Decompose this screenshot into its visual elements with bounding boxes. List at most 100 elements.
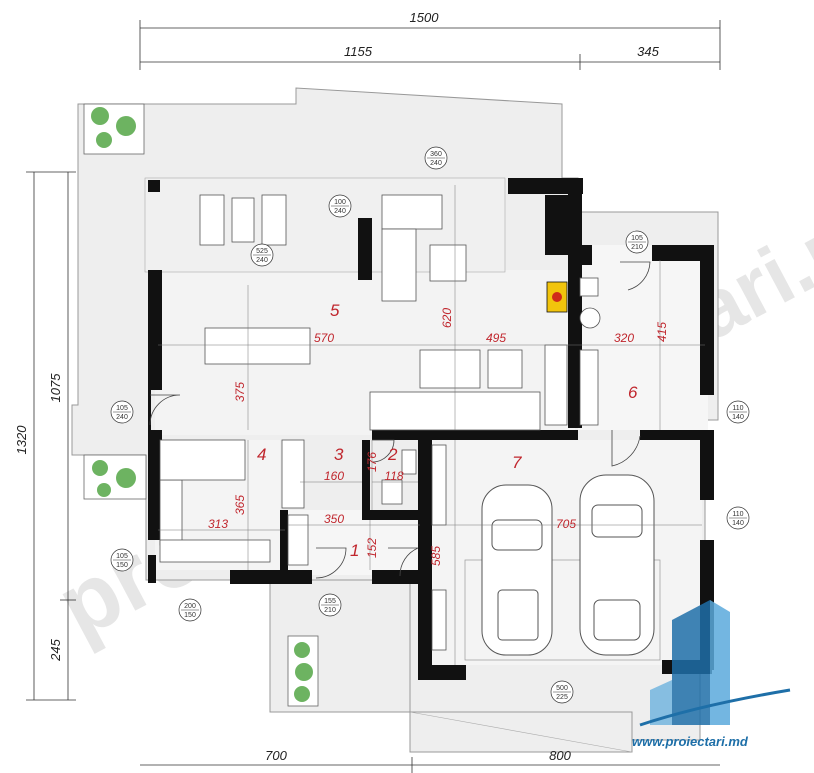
svg-text:200: 200 bbox=[184, 603, 196, 610]
opening-bubble: 155 210 bbox=[318, 593, 342, 617]
dim-room2-width: 118 bbox=[384, 469, 403, 483]
room-number-3: 3 bbox=[334, 445, 344, 464]
dim-living-depth: 620 bbox=[440, 308, 454, 328]
car-left-rear bbox=[497, 589, 539, 641]
svg-text:110: 110 bbox=[732, 405, 743, 412]
sofa-outdoor-2 bbox=[261, 194, 287, 246]
dim-hall-depth: 152 bbox=[365, 538, 379, 558]
sofa-outdoor bbox=[199, 194, 225, 246]
inner-dimension-texts: 570 495 320 620 375 415 160 176 118 313 … bbox=[208, 308, 669, 566]
sofa-l-side bbox=[381, 228, 417, 302]
wardrobe-hall bbox=[287, 514, 309, 566]
car-left-windshield bbox=[491, 519, 543, 551]
dim-left-lower: 245 bbox=[48, 638, 63, 661]
svg-text:500: 500 bbox=[556, 685, 568, 692]
svg-text:105: 105 bbox=[116, 405, 128, 412]
room-number-6: 6 bbox=[628, 383, 638, 402]
dim-kitchen-width: 313 bbox=[208, 517, 228, 531]
cabinet-right bbox=[544, 344, 568, 426]
dim-bottom-left: 700 bbox=[265, 748, 287, 763]
svg-text:240: 240 bbox=[116, 414, 128, 421]
svg-text:105: 105 bbox=[116, 553, 128, 560]
plant-left bbox=[83, 454, 147, 500]
opening-bubble: 200 150 bbox=[178, 598, 202, 622]
dimension-lines bbox=[26, 20, 721, 773]
dining-table bbox=[204, 327, 311, 365]
opening-bubble: 110 140 bbox=[726, 506, 750, 530]
opening-bubble: 105 150 bbox=[110, 548, 134, 572]
svg-text:140: 140 bbox=[732, 414, 744, 421]
car-right-windshield bbox=[591, 504, 643, 538]
dim-living-width-a: 570 bbox=[314, 331, 334, 345]
dim-room6-width: 320 bbox=[614, 331, 634, 345]
room-number-2: 2 bbox=[387, 445, 398, 464]
brand-logo: www.proiectari.md bbox=[632, 600, 791, 749]
appliances bbox=[281, 439, 305, 509]
dimension-texts: 1500 1155 345 1320 1075 245 700 800 bbox=[14, 10, 660, 763]
svg-text:210: 210 bbox=[324, 607, 336, 614]
car-right-rear bbox=[593, 599, 641, 641]
opening-bubble: 100 240 bbox=[328, 194, 352, 218]
opening-bubble: 105 210 bbox=[625, 230, 649, 254]
dim-kitchen-depth: 365 bbox=[233, 495, 247, 515]
room-number-7: 7 bbox=[512, 453, 522, 472]
plants bbox=[83, 103, 319, 707]
brand-url: www.proiectari.md bbox=[632, 734, 749, 749]
cabinet-room6 bbox=[579, 349, 599, 426]
svg-text:100: 100 bbox=[334, 199, 346, 206]
dim-left-main: 1075 bbox=[48, 373, 63, 403]
opening-bubble: 525 240 bbox=[250, 243, 274, 267]
coffee-table bbox=[429, 244, 467, 282]
svg-text:155: 155 bbox=[324, 598, 336, 605]
opening-bubble: 110 140 bbox=[726, 400, 750, 424]
wc bbox=[381, 479, 403, 505]
dim-bottom-right: 800 bbox=[549, 748, 571, 763]
shelf-garage-2 bbox=[431, 589, 447, 651]
doors bbox=[149, 261, 651, 579]
dim-top-left: 1155 bbox=[344, 44, 373, 59]
shelf-garage bbox=[431, 444, 447, 526]
dim-garage-depth: 585 bbox=[429, 546, 443, 566]
svg-text:150: 150 bbox=[116, 562, 128, 569]
sink-room6 bbox=[579, 277, 599, 297]
armchair-1 bbox=[419, 349, 481, 389]
room-number-1: 1 bbox=[350, 541, 359, 560]
room-number-4: 4 bbox=[257, 445, 266, 464]
svg-text:240: 240 bbox=[430, 160, 442, 167]
dim-total-width: 1500 bbox=[410, 10, 440, 25]
svg-text:240: 240 bbox=[334, 208, 346, 215]
dim-left-total: 1320 bbox=[14, 425, 29, 455]
armchair-2 bbox=[487, 349, 523, 389]
inner-dimension-lines bbox=[158, 185, 705, 665]
svg-text:105: 105 bbox=[631, 235, 643, 242]
opening-bubble: 500 225 bbox=[550, 680, 574, 704]
dim-hall-width: 350 bbox=[324, 512, 344, 526]
boiler bbox=[579, 307, 601, 329]
room-number-5: 5 bbox=[330, 301, 340, 320]
room-numbers: 1 2 3 4 5 6 7 bbox=[257, 301, 638, 560]
svg-text:150: 150 bbox=[184, 612, 196, 619]
opening-bubble: 360 240 bbox=[424, 146, 448, 170]
kitchen-counter-bottom bbox=[159, 539, 271, 563]
dim-room6-depth: 415 bbox=[655, 322, 669, 342]
dim-room2-height: 176 bbox=[365, 452, 379, 472]
opening-bubbles: 360 240 100 240 525 240 105 210 105 240 bbox=[110, 146, 750, 704]
dim-room3-width: 160 bbox=[324, 469, 344, 483]
dim-living-width-b: 495 bbox=[486, 331, 506, 345]
sofa-l bbox=[381, 194, 443, 230]
logo-building-icon bbox=[672, 600, 710, 725]
sink bbox=[401, 449, 417, 475]
svg-text:140: 140 bbox=[732, 520, 744, 527]
svg-text:360: 360 bbox=[430, 151, 442, 158]
cars bbox=[481, 474, 655, 656]
dim-living-lower-depth: 375 bbox=[233, 382, 247, 402]
walls bbox=[148, 178, 714, 680]
fireplace-flame bbox=[552, 292, 562, 302]
svg-text:525: 525 bbox=[256, 248, 268, 255]
dim-top-right: 345 bbox=[637, 44, 659, 59]
kitchen-island bbox=[159, 439, 246, 481]
dim-garage-width: 705 bbox=[556, 517, 576, 531]
svg-text:225: 225 bbox=[556, 694, 568, 701]
kitchen-counter bbox=[159, 479, 183, 546]
